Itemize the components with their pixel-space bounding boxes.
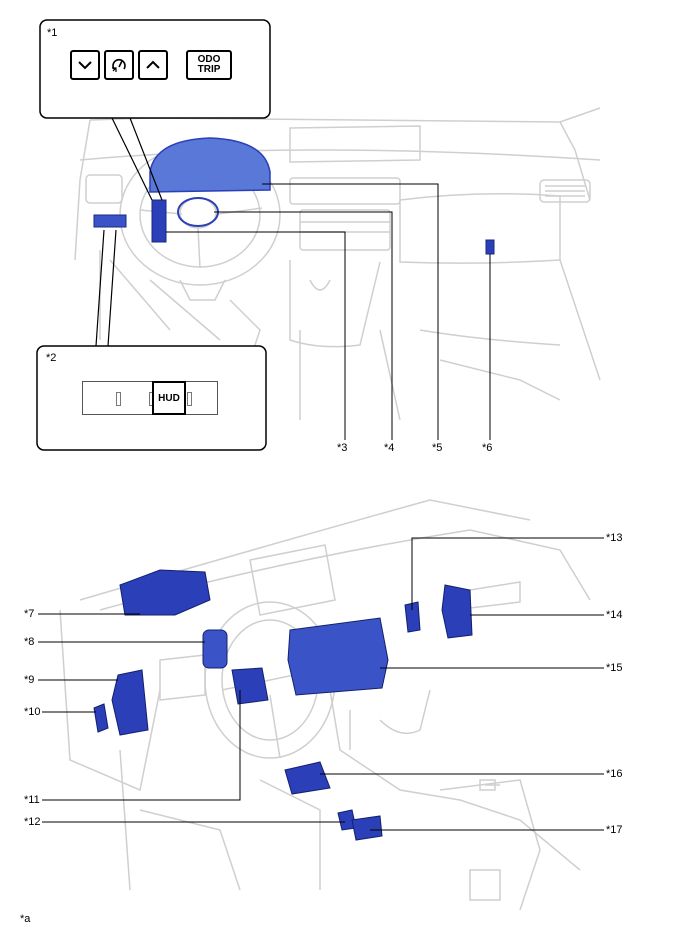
label-16: *16: [606, 768, 623, 780]
dashboard-front-illustration: [74, 107, 601, 421]
hud-switch-panel: HUD: [82, 381, 218, 415]
label-10: *10: [24, 706, 41, 718]
odo-trip-button[interactable]: ODO TRIP: [186, 50, 232, 80]
label-14: *14: [606, 609, 623, 621]
label-8: *8: [24, 636, 35, 648]
label-a: *a: [20, 913, 31, 925]
hud-indicator-left: [116, 392, 121, 406]
label-1: *1: [47, 27, 58, 39]
speedometer-reset-icon: [112, 58, 126, 72]
chevron-down-icon: [78, 61, 92, 70]
label-6: *6: [482, 442, 493, 454]
rear-leader-lines: [38, 537, 604, 831]
label-3: *3: [337, 442, 348, 454]
label-5: *5: [432, 442, 443, 454]
hud-indicator-right: [187, 392, 192, 406]
label-2: *2: [46, 352, 57, 364]
label-9: *9: [24, 674, 35, 686]
trip-label: TRIP: [197, 64, 221, 75]
label-11: *11: [24, 794, 40, 806]
label-7: *7: [24, 608, 35, 620]
label-17: *17: [606, 824, 623, 836]
odo-label: ODO: [197, 54, 221, 65]
label-15: *15: [606, 662, 623, 674]
chevron-down-button[interactable]: [70, 50, 100, 80]
label-13: *13: [606, 532, 623, 544]
chevron-up-button[interactable]: [138, 50, 168, 80]
label-12: *12: [24, 816, 41, 828]
dashboard-rear-illustration: [59, 499, 591, 911]
chevron-up-icon: [146, 60, 160, 69]
speedometer-reset-button[interactable]: [104, 50, 134, 80]
label-4: *4: [384, 442, 395, 454]
hud-button-label: HUD: [158, 392, 180, 404]
hud-button[interactable]: HUD: [152, 381, 186, 415]
